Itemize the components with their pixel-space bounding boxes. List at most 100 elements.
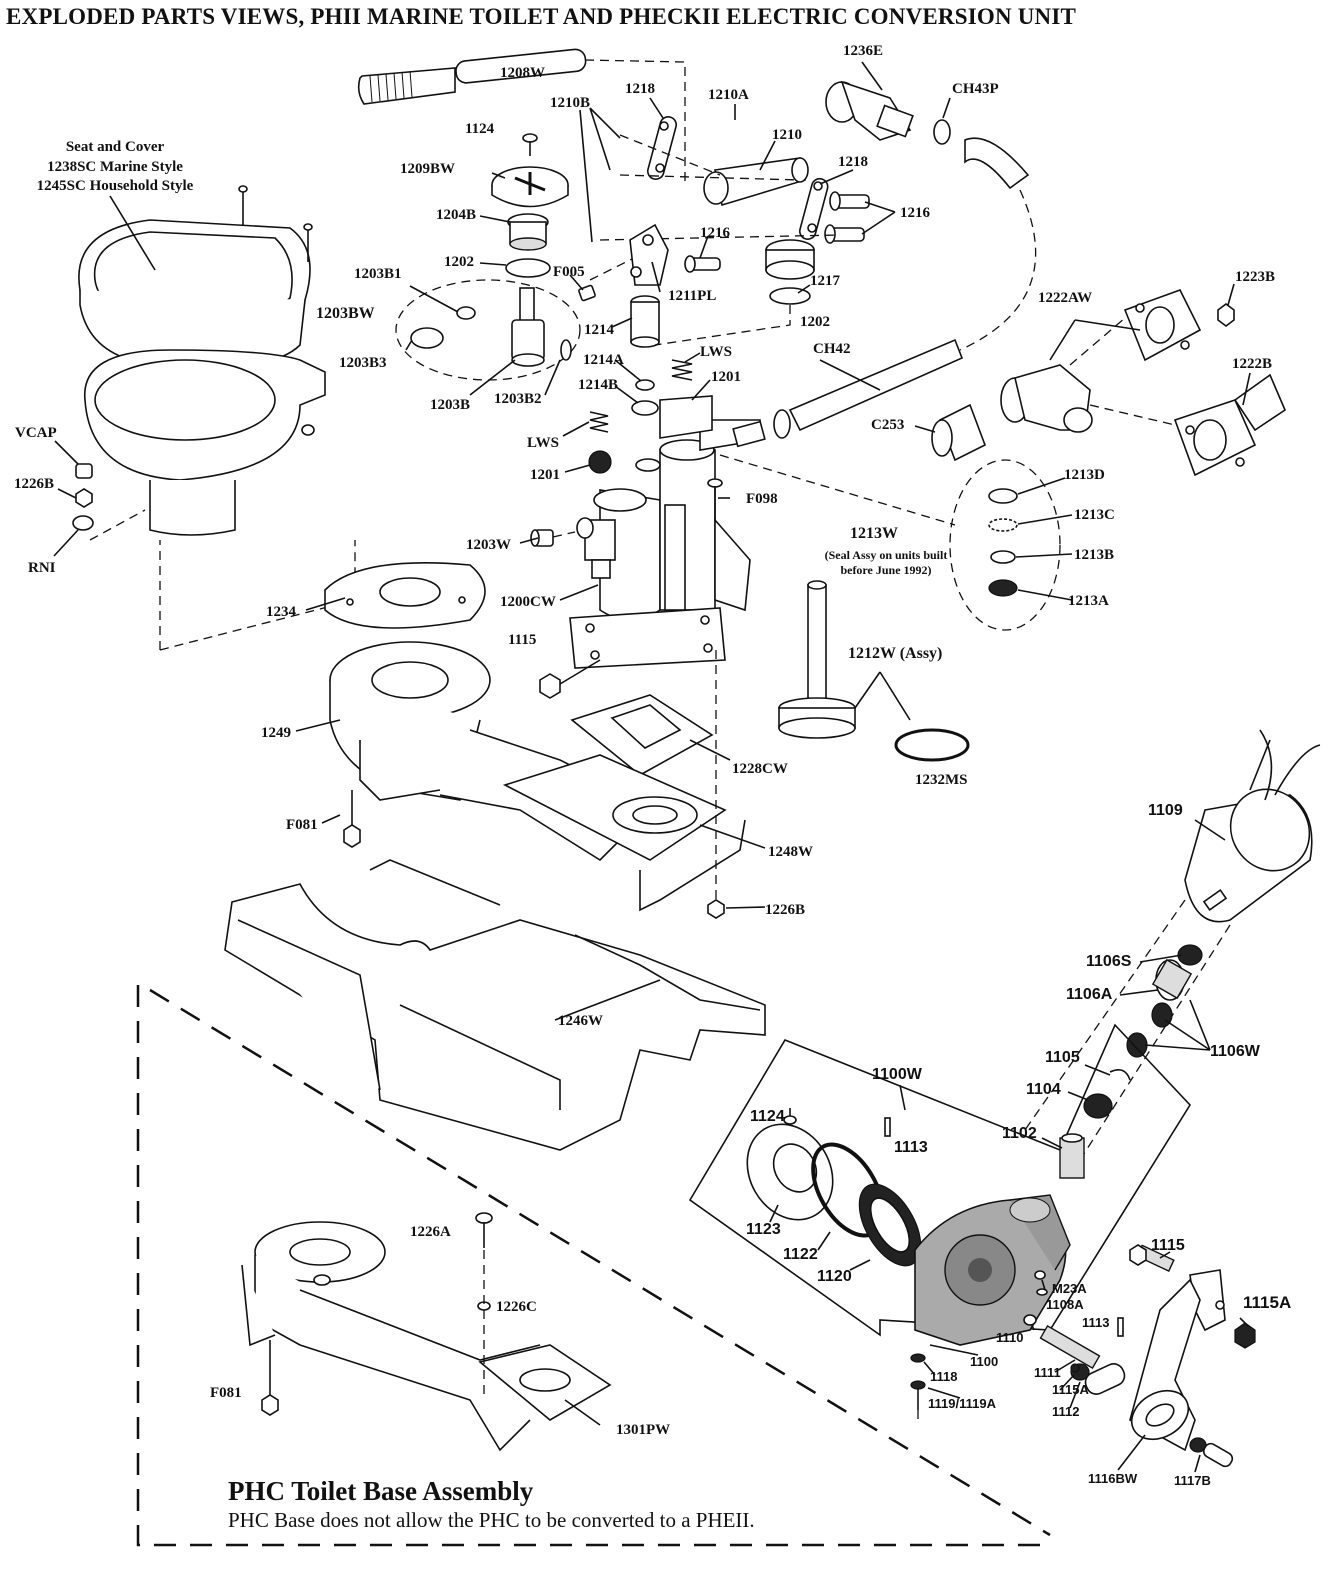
label-ch43p: CH43P xyxy=(952,81,999,97)
label-1232ms: 1232MS xyxy=(915,772,968,788)
seal-1213a xyxy=(988,579,1018,597)
label-1113-top: 1113 xyxy=(894,1139,928,1156)
hose-ch42 xyxy=(788,338,964,432)
o-ring-1232ms xyxy=(894,728,970,762)
label-1213w: 1213W xyxy=(850,525,898,542)
label-1119: 1119/1119A xyxy=(928,1396,996,1411)
o-ring-1202 xyxy=(505,258,551,278)
adapter-c253 xyxy=(931,403,987,462)
nut-1226b-base xyxy=(707,899,725,919)
gear-1104 xyxy=(1083,1093,1113,1119)
clamp-c253-small xyxy=(773,409,791,439)
label-1200cw: 1200CW xyxy=(500,594,556,610)
pin-1113 xyxy=(884,1117,891,1137)
screw-1124-top xyxy=(522,133,538,156)
screw-1118 xyxy=(910,1353,926,1363)
nut-1223b xyxy=(1217,303,1235,327)
elbow-1236e xyxy=(825,80,914,141)
label-1203w: 1203W xyxy=(466,537,511,553)
label-1226b-left: 1226B xyxy=(14,476,55,492)
ring-1213b xyxy=(990,550,1016,564)
label-1122: 1122 xyxy=(783,1246,818,1263)
label-1118: 1118 xyxy=(930,1369,958,1384)
label-1123: 1123 xyxy=(746,1221,781,1238)
label-1218-right: 1218 xyxy=(838,154,868,170)
washer-1213c xyxy=(988,518,1018,532)
clamp-ch43p xyxy=(933,119,951,145)
label-1222b: 1222B xyxy=(1232,356,1273,372)
label-1216-right: 1216 xyxy=(900,205,930,221)
label-rni: RNI xyxy=(28,560,56,576)
phc-base-1301pw xyxy=(241,1221,612,1452)
label-f081: F081 xyxy=(286,817,318,833)
label-1213b: 1213B xyxy=(1074,547,1115,563)
link-1218-right xyxy=(798,177,829,240)
label-1208w: 1208W xyxy=(500,65,545,81)
label-1214: 1214 xyxy=(584,322,614,338)
ring-1214b xyxy=(631,400,659,416)
flange-1222b xyxy=(1173,373,1286,477)
ball-1201-lower xyxy=(588,450,612,474)
label-1216-mid: 1216 xyxy=(700,225,730,241)
bolt-1115-motor xyxy=(1129,1244,1175,1272)
bolt-1119 xyxy=(910,1380,926,1410)
washer-m23a xyxy=(1034,1270,1046,1280)
label-1203b3: 1203B3 xyxy=(339,355,387,371)
pin-1113-b xyxy=(1117,1317,1124,1337)
bearing-1106a xyxy=(1151,958,1193,1001)
label-1116bw: 1116BW xyxy=(1088,1471,1138,1486)
label-1202-right: 1202 xyxy=(800,314,830,330)
shaft-1111 xyxy=(1039,1324,1101,1370)
spring-lws-upper xyxy=(671,359,693,381)
pins-1216 xyxy=(684,191,870,273)
label-1210a: 1210A xyxy=(708,87,749,103)
base-assembly-diagonal xyxy=(149,988,1051,1537)
ring-1214a xyxy=(635,379,655,391)
label-1226c: 1226C xyxy=(496,1299,537,1315)
screw-1226a xyxy=(475,1212,493,1248)
valve-1214 xyxy=(630,295,660,348)
label-1217: 1217 xyxy=(810,273,840,289)
pivot-1211pl xyxy=(629,223,669,286)
label-1218-top: 1218 xyxy=(625,81,655,97)
label-1106w: 1106W xyxy=(1210,1043,1260,1060)
label-1201-upper: 1201 xyxy=(711,369,741,385)
bolt-f081-phc xyxy=(261,1340,279,1416)
label-1202-left: 1202 xyxy=(444,254,474,270)
seal-assy-boundary xyxy=(949,459,1061,631)
label-1213c: 1213C xyxy=(1074,507,1115,523)
bolt-f081 xyxy=(343,790,361,848)
label-1201-lower: 1201 xyxy=(530,467,560,483)
plug-1203w xyxy=(530,529,554,547)
label-1301pw: 1301PW xyxy=(616,1422,671,1438)
seat-note-line2: 1238SC Marine Style xyxy=(47,158,183,175)
seal-note-line1: (Seal Assy on units built xyxy=(824,548,948,562)
label-1213d: 1213D xyxy=(1064,467,1105,483)
leader-lines xyxy=(53,61,1251,1473)
label-1209bw: 1209BW xyxy=(400,161,456,177)
label-1226b-base: 1226B xyxy=(765,902,806,918)
label-1102: 1102 xyxy=(1002,1125,1037,1142)
clip-1105 xyxy=(1109,1069,1131,1081)
label-1106s: 1106S xyxy=(1086,953,1132,970)
label-1117b: 1117B xyxy=(1174,1473,1211,1488)
label-1228cw: 1228CW xyxy=(732,761,788,777)
label-1124-top: 1124 xyxy=(465,121,495,137)
piston-1212w xyxy=(778,580,856,739)
label-1214b: 1214B xyxy=(578,377,619,393)
handle-knob-1209bw xyxy=(491,166,569,208)
label-m23a: M23A xyxy=(1052,1281,1087,1296)
label-1112: 1112 xyxy=(1052,1404,1080,1419)
outlet-spigot xyxy=(732,420,766,448)
lever-1116bw xyxy=(1129,1269,1226,1452)
elbow-1222aw xyxy=(1000,364,1093,433)
seal-1110 xyxy=(1023,1314,1037,1326)
label-1236e: 1236E xyxy=(843,43,884,59)
label-1210: 1210 xyxy=(772,127,802,143)
base-1246w xyxy=(224,859,766,1151)
pump-body-1200cw xyxy=(569,395,761,669)
label-1109: 1109 xyxy=(1148,802,1183,819)
screw-1117b xyxy=(1189,1437,1234,1468)
nut-1115a-small xyxy=(1070,1363,1080,1373)
